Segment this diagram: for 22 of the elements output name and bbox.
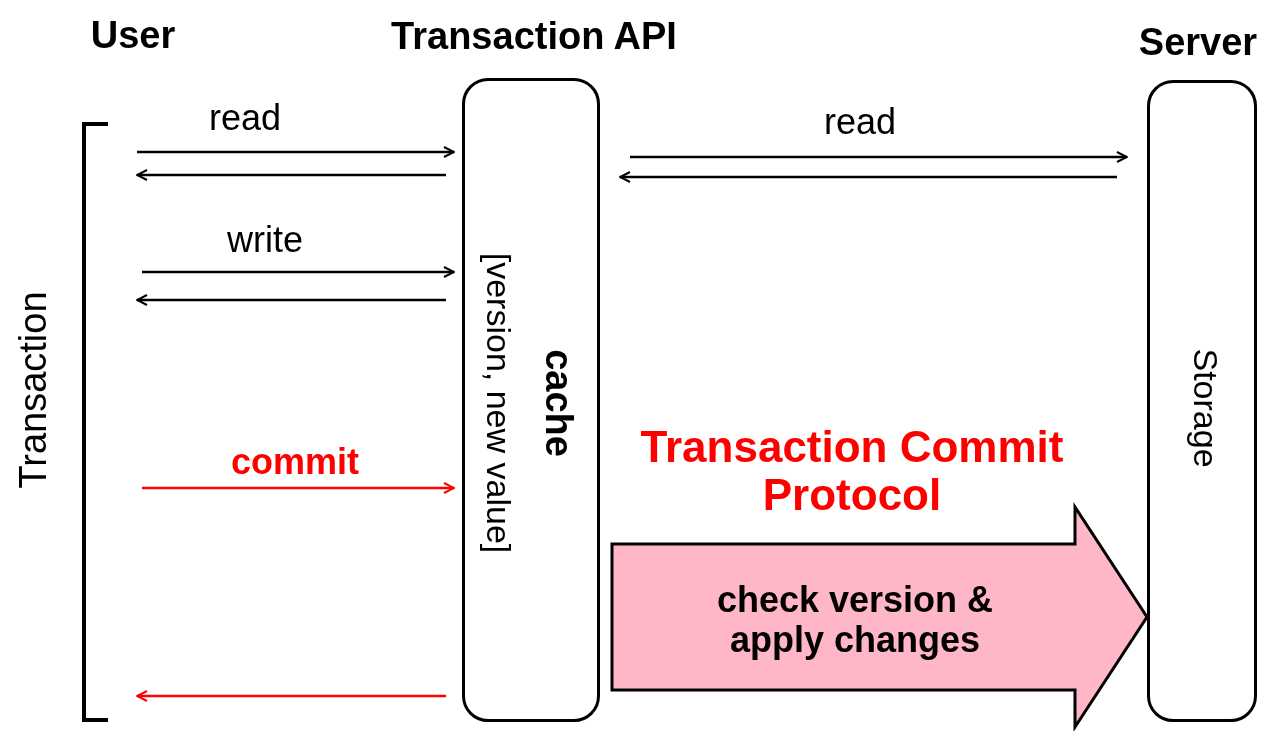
heading: Transaction API: [391, 16, 677, 58]
arrow: [136, 690, 446, 702]
edge-label: check version & apply changes: [715, 580, 995, 660]
heading: Server: [1138, 22, 1258, 64]
edge-label: read: [208, 98, 282, 138]
bracket-label: Transaction: [13, 291, 55, 489]
arrow: [630, 151, 1128, 163]
node-text: cache: [537, 349, 579, 457]
lane-heading: User: [90, 15, 176, 57]
node-text: [version, new value]: [479, 252, 517, 554]
arrow: [137, 146, 455, 158]
edge-label: commit: [231, 442, 359, 482]
arrow: [136, 169, 446, 181]
heading: Transaction Commit Protocol: [639, 422, 1065, 520]
arrow: [142, 266, 455, 278]
edge-label: write: [227, 220, 303, 260]
arrow: [136, 294, 446, 306]
arrow: [619, 171, 1117, 183]
arrow: [142, 482, 455, 494]
edge-label: read: [823, 102, 897, 142]
block-arrow: [610, 501, 1149, 731]
node-text: Storage: [1186, 348, 1224, 468]
